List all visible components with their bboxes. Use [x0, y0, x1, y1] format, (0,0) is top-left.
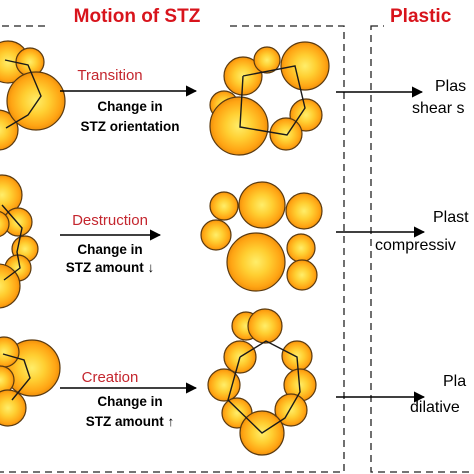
stz-cluster-after-destruction [200, 181, 323, 292]
stz-cluster-before-destruction [0, 174, 39, 309]
row-creation: Creation Change in STZ amount ↑ Pla dila… [0, 308, 466, 456]
stz-cluster-initial [0, 40, 66, 151]
stz-cluster-before-creation [0, 336, 61, 427]
operation-label: Creation [82, 369, 139, 386]
result-line2: compressiv [375, 237, 456, 254]
motion-panel-border [0, 25, 345, 473]
row-transition: Transition Change in STZ orientation Pla… [0, 40, 466, 156]
operation-label: Destruction [72, 212, 148, 229]
stz-cluster-after-creation [207, 308, 317, 456]
desc-line1: Change in [97, 99, 162, 114]
desc-line2: STZ amount ↑ [86, 414, 175, 429]
operation-label: Transition [77, 67, 142, 84]
stz-cluster-transition [209, 41, 330, 156]
result-line1: Pla [443, 373, 466, 390]
motion-title: Motion of STZ [74, 6, 201, 27]
row-destruction: Destruction Change in STZ amount ↓ Plast… [0, 174, 469, 309]
result-line2: dilative [410, 399, 460, 416]
result-line2: shear s [412, 100, 464, 117]
result-line1: Plas [435, 78, 466, 95]
desc-line1: Change in [97, 394, 162, 409]
desc-line2: STZ orientation [81, 119, 180, 134]
desc-line1: Change in [77, 242, 142, 257]
desc-line2: STZ amount ↓ [66, 260, 155, 275]
plastic-title: Plastic [390, 6, 452, 27]
result-line1: Plast [433, 209, 469, 226]
